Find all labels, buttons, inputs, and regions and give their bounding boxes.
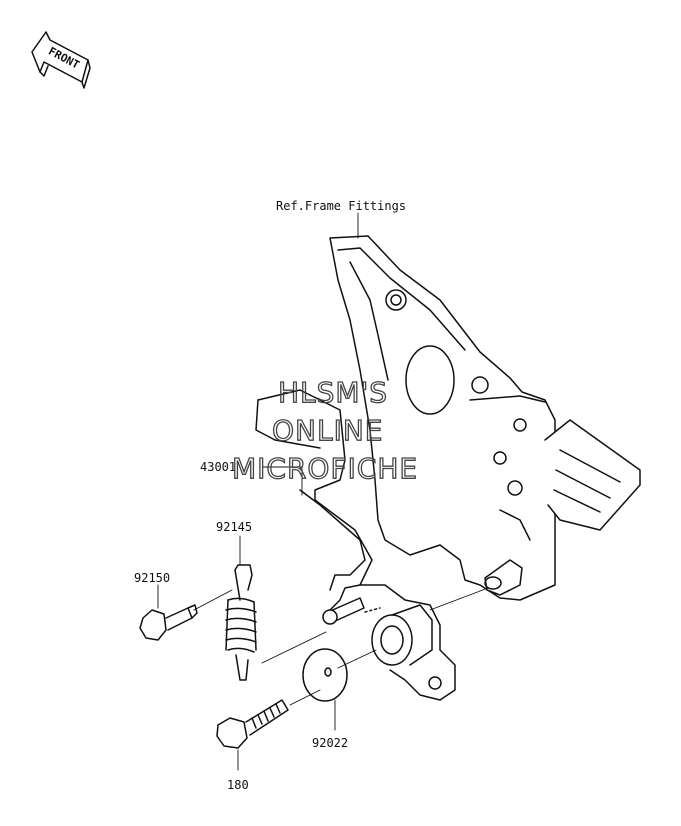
part-92022-label: 92022	[312, 736, 348, 750]
part-92145-label: 92145	[216, 520, 252, 534]
bolt-180	[216, 699, 289, 749]
leader-lines	[157, 212, 359, 771]
frame-bracket	[329, 235, 641, 601]
ref-frame-fittings-label: Ref.Frame Fittings	[276, 199, 406, 213]
assembly-lines	[193, 587, 489, 706]
watermark-line-2: ONLINE	[272, 414, 383, 447]
bolt-92150	[139, 604, 198, 641]
part-92150-label: 92150	[134, 571, 170, 585]
return-spring	[225, 564, 257, 681]
part-180-label: 180	[227, 778, 249, 792]
front-arrow-icon: FRONT	[31, 31, 91, 89]
watermark-line-1: HLSM'S	[278, 376, 388, 409]
watermark: HLSM'S ONLINE MICROFICHE	[231, 375, 418, 485]
washer-92022	[302, 648, 348, 702]
watermark-line-3: MICROFICHE	[232, 452, 418, 485]
part-43001-label: 43001	[200, 460, 236, 474]
brake-pedal	[255, 389, 456, 701]
